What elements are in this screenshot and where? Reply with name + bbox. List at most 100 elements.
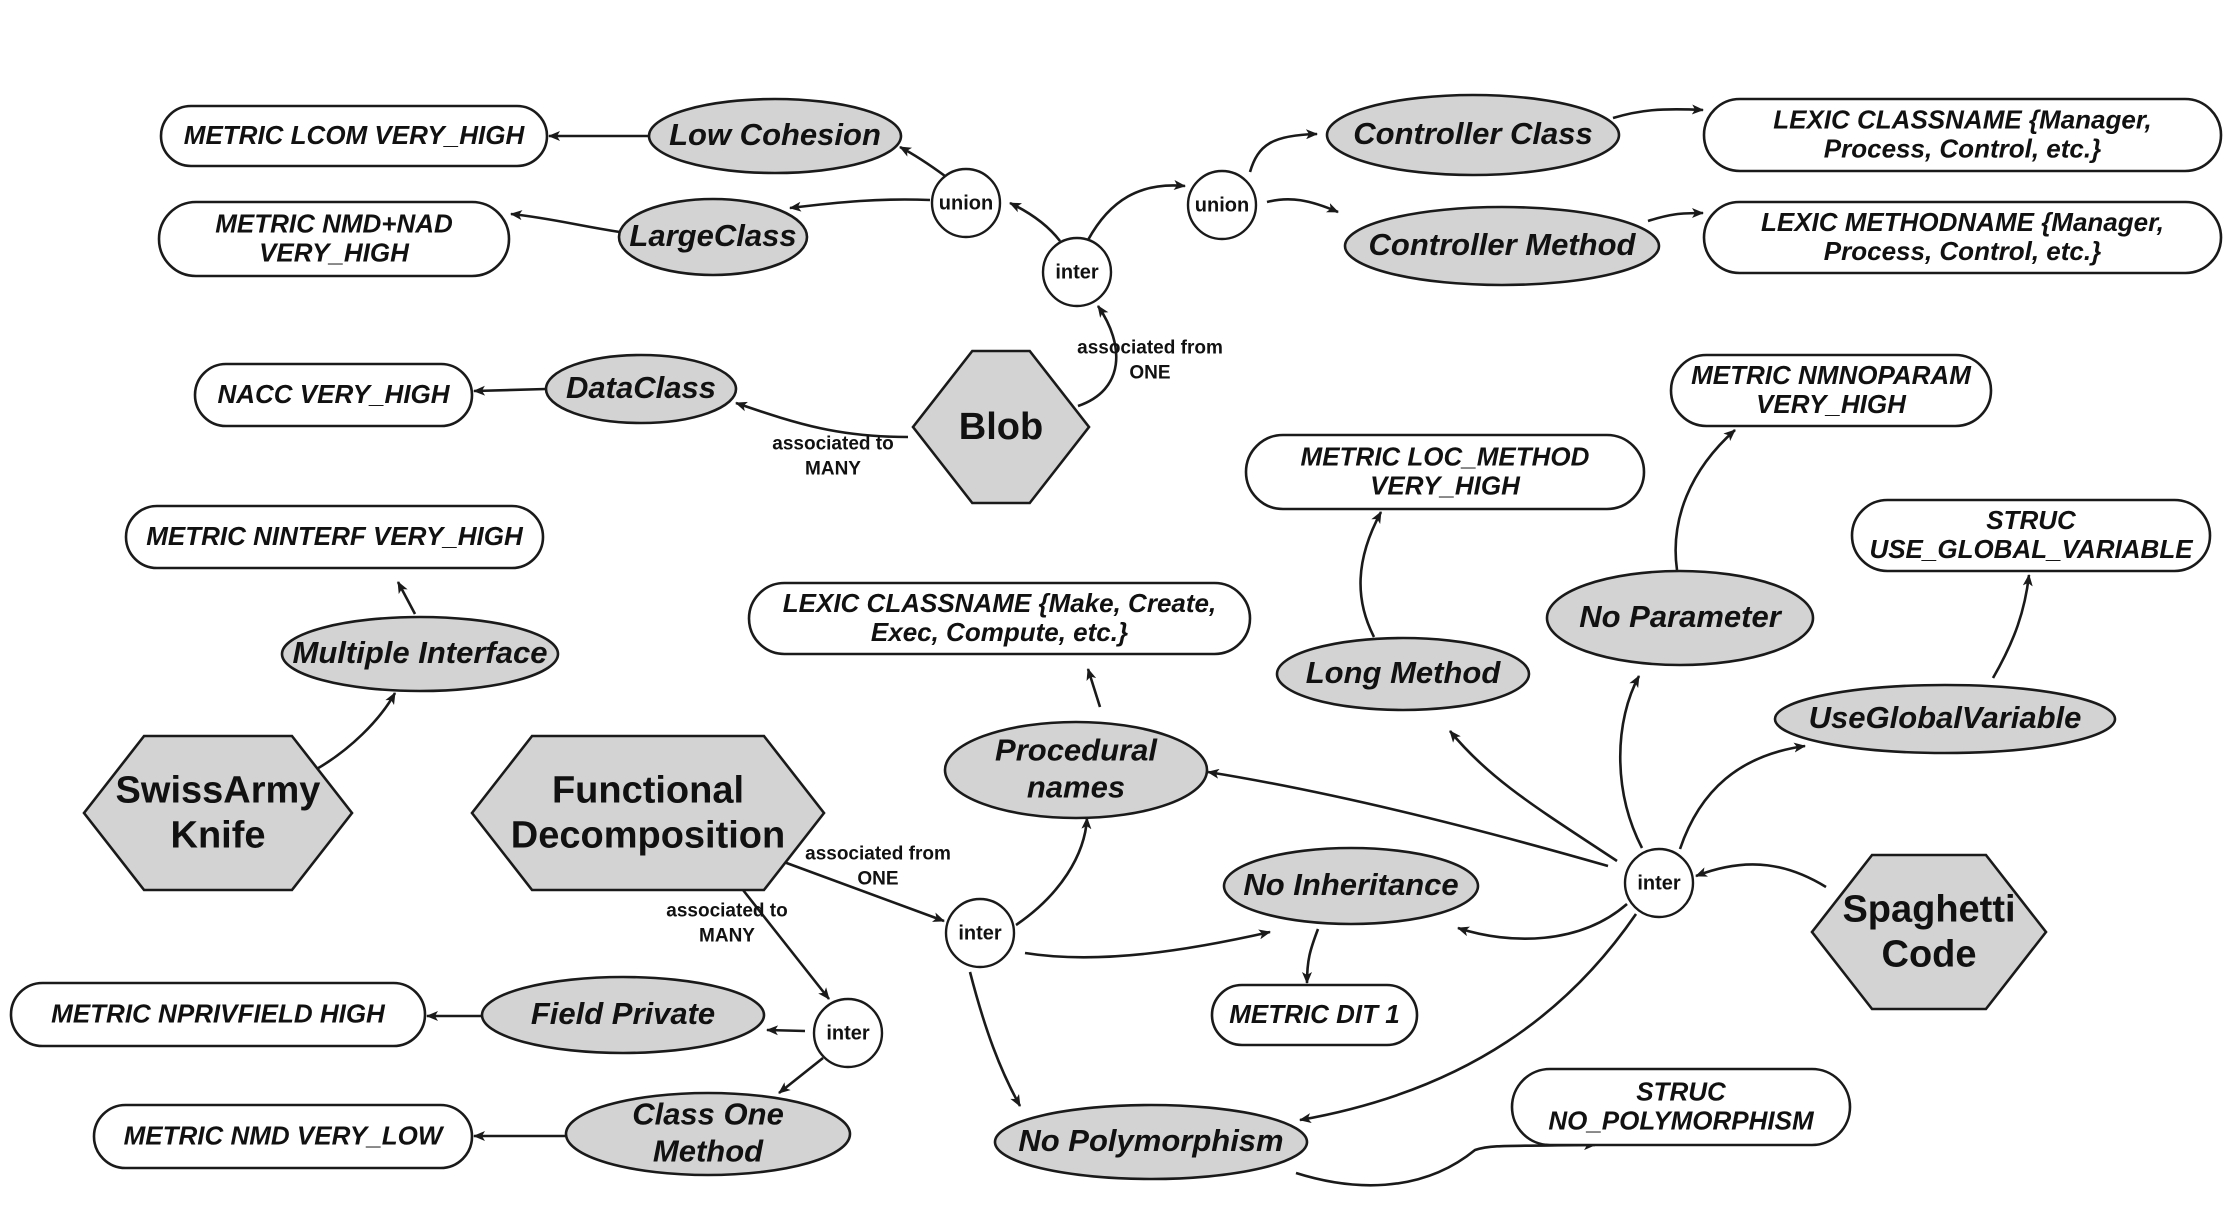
smell-no-parameter: No Parameter bbox=[1545, 569, 1815, 667]
antipattern-hexagon bbox=[1810, 853, 2048, 1011]
edge-label-text: ONE bbox=[857, 869, 898, 890]
antipattern-hexagon bbox=[82, 734, 354, 892]
edge-interone-to-proceduralnames bbox=[1015, 817, 1092, 927]
edge-union-to-largeclass bbox=[789, 198, 931, 212]
property-box-text: Process, Control, etc.} bbox=[1824, 133, 2101, 163]
property-box-metric-nprivfield: METRIC NPRIVFIELD HIGH bbox=[9, 981, 427, 1048]
property-box-text: METRIC NMD VERY_LOW bbox=[124, 1120, 445, 1150]
antipattern-text: Functional bbox=[552, 770, 744, 812]
edge-label-text: ONE bbox=[1129, 363, 1170, 384]
property-box-nacc: NACC VERY_HIGH bbox=[193, 362, 474, 428]
property-box-lexic-classname-manager: LEXIC CLASSNAME {Manager,Process, Contro… bbox=[1702, 97, 2223, 173]
property-box-text: METRIC NMNOPARAM bbox=[1691, 360, 1972, 390]
property-box-shape bbox=[157, 200, 511, 278]
property-box-shape bbox=[1702, 200, 2223, 275]
property-box-metric-ninterf: METRIC NINTERF VERY_HIGH bbox=[124, 504, 545, 570]
property-box-lexic-methodname-manager: LEXIC METHODNAME {Manager,Process, Contr… bbox=[1702, 200, 2223, 275]
antipattern-text: Spaghetti bbox=[1842, 889, 2015, 931]
operator-text: union bbox=[1195, 194, 1249, 216]
operator-inter-spaghetti: inter bbox=[1623, 847, 1695, 919]
operator-union-left: union bbox=[930, 167, 1002, 239]
edge-multipleinterface-to-ninterf bbox=[396, 581, 417, 615]
smell-ellipse bbox=[564, 1091, 852, 1177]
smell-text: Field Private bbox=[531, 996, 715, 1031]
edge-dataclass-to-nacc bbox=[473, 385, 547, 396]
operator-circle bbox=[812, 997, 884, 1069]
property-box-text: STRUC bbox=[1636, 1076, 1727, 1106]
antipattern-text: SwissArmy bbox=[116, 770, 321, 812]
edge-swissarmy-to-multipleinterface bbox=[314, 692, 397, 772]
edge-inter-to-unionleft bbox=[1009, 201, 1062, 242]
smell-ellipse bbox=[544, 353, 738, 425]
antipattern-hexagon bbox=[470, 734, 826, 892]
edge-interone-to-noinheritance bbox=[1024, 929, 1271, 959]
property-box-shape bbox=[1669, 353, 1993, 428]
property-box-shape bbox=[193, 362, 474, 428]
smell-ellipse bbox=[480, 975, 766, 1055]
smell-field-private: Field Private bbox=[480, 975, 766, 1055]
edge-inter-to-nopolymorphism bbox=[1299, 913, 1638, 1124]
smell-multiple-interface: Multiple Interface bbox=[280, 615, 560, 693]
smell-ellipse bbox=[647, 97, 903, 175]
operator-circle bbox=[1623, 847, 1695, 919]
smell-text: Low Cohesion bbox=[669, 117, 881, 152]
edge-label-text: MANY bbox=[805, 459, 861, 480]
edge-longmethod-to-locmethod bbox=[1359, 511, 1383, 638]
operator-inter-fd-many: inter bbox=[812, 997, 884, 1069]
smell-ellipse bbox=[1545, 569, 1815, 667]
property-box-text: VERY_HIGH bbox=[1370, 470, 1521, 500]
property-box-metric-dit: METRIC DIT 1 bbox=[1210, 983, 1419, 1047]
property-box-text: STRUC bbox=[1986, 505, 2077, 535]
smell-text: Class One bbox=[632, 1097, 784, 1132]
property-box-shape bbox=[747, 581, 1252, 656]
smell-ellipse bbox=[993, 1103, 1309, 1181]
edge-nopolymorphism-to-strucnopoly bbox=[1295, 1140, 1596, 1187]
smell-text: DataClass bbox=[566, 370, 716, 405]
edge-intermany-to-classonemethod bbox=[778, 1056, 824, 1095]
smell-text: Method bbox=[653, 1134, 764, 1169]
operator-inter-blob: inter bbox=[1041, 236, 1113, 308]
smell-text: Procedural bbox=[995, 733, 1158, 768]
operator-text: union bbox=[939, 192, 993, 214]
operator-union-right: union bbox=[1186, 169, 1258, 241]
edge-controllerclass-to-lexic bbox=[1612, 104, 1704, 120]
property-box-text: METRIC NPRIVFIELD HIGH bbox=[51, 998, 386, 1028]
edge-noparameter-to-nmnoparam bbox=[1674, 429, 1736, 571]
property-box-metric-lcom: METRIC LCOM VERY_HIGH bbox=[159, 104, 549, 168]
property-box-text: USE_GLOBAL_VARIABLE bbox=[1869, 534, 2193, 564]
property-box-shape bbox=[9, 981, 427, 1048]
edge-inter-to-noinheritance bbox=[1457, 903, 1628, 940]
smell-data-class: DataClass bbox=[544, 353, 738, 425]
edge-inter-to-useglobalvariable bbox=[1678, 742, 1806, 850]
smell-ellipse bbox=[943, 720, 1209, 820]
property-box-text: LEXIC CLASSNAME {Manager, bbox=[1773, 104, 2152, 134]
property-box-text: METRIC LCOM VERY_HIGH bbox=[184, 120, 526, 150]
edge-unionright-to-controllerclass bbox=[1248, 129, 1318, 173]
property-box-shape bbox=[1210, 983, 1419, 1047]
smell-text: Long Method bbox=[1306, 655, 1502, 690]
property-box-text: METRIC NINTERF VERY_HIGH bbox=[146, 521, 524, 551]
smell-ellipse bbox=[1343, 205, 1661, 287]
edge-interone-to-nopolymorphism bbox=[968, 971, 1022, 1107]
edge-blob-to-dataclass bbox=[735, 401, 909, 439]
operator-circle bbox=[1186, 169, 1258, 241]
smell-text: UseGlobalVariable bbox=[1809, 700, 2082, 735]
edge-union-to-lowcohesion bbox=[899, 145, 946, 178]
smell-no-polymorphism: No Polymorphism bbox=[993, 1103, 1309, 1181]
smell-text: No Parameter bbox=[1579, 599, 1783, 634]
property-box-text: NACC VERY_HIGH bbox=[217, 379, 450, 409]
edge-intermany-to-fieldprivate bbox=[766, 1025, 806, 1036]
edge-label-text: associated from bbox=[805, 844, 951, 865]
property-box-text: VERY_HIGH bbox=[1756, 389, 1907, 419]
property-box-text: METRIC LOC_METHOD bbox=[1301, 441, 1590, 471]
edge-inter-to-noparameter bbox=[1618, 675, 1644, 849]
property-box-shape bbox=[1850, 498, 2212, 573]
